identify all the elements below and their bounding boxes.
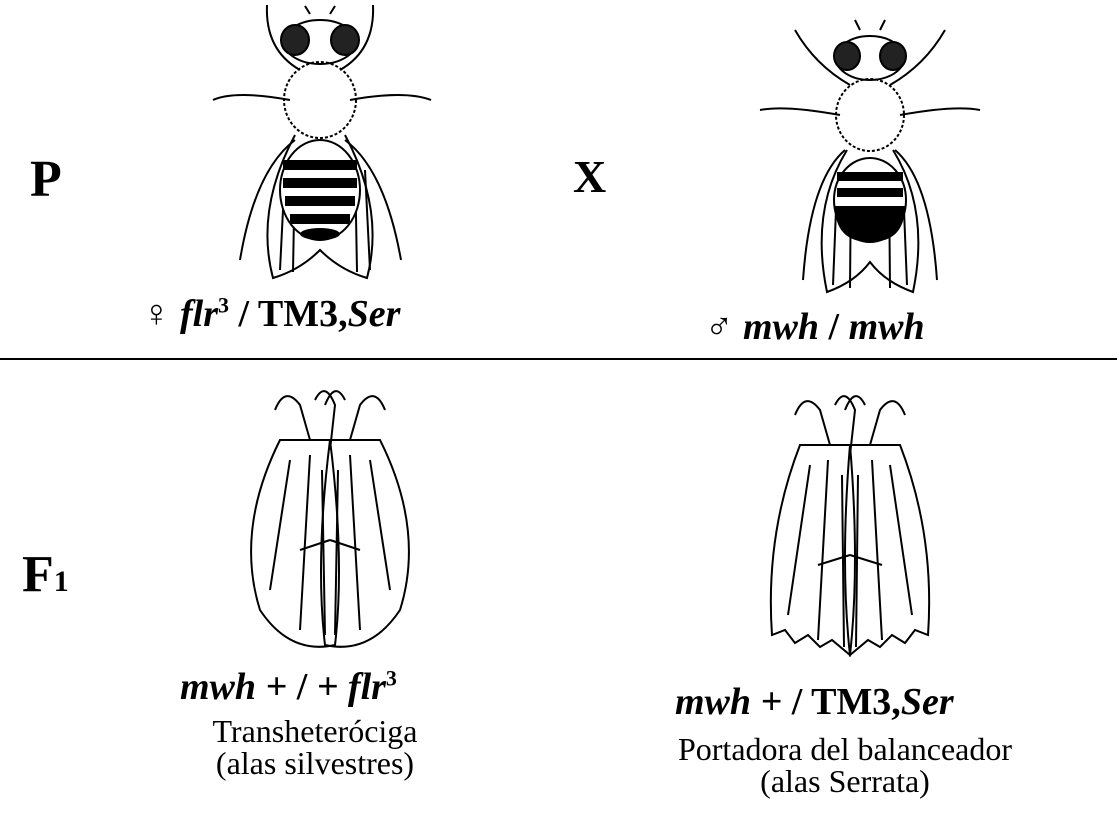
female-symbol: ♀ [142, 293, 171, 335]
generation-divider [0, 358, 1117, 360]
transheterozygote-genotype: mwh + / + flr3 [180, 665, 397, 709]
balancer-carrier-genotype: mwh + / TM3,Ser [675, 680, 954, 724]
generation-label-f1: F1 [22, 545, 69, 604]
generation-label-p: P [30, 150, 62, 209]
wild-type-wings-illustration [240, 380, 420, 660]
cross-symbol: X [573, 150, 606, 203]
female-fly-illustration [195, 0, 445, 290]
transheterozygote-description: Transheteróciga (alas silvestres) [165, 715, 465, 779]
female-genotype: ♀ flr3 / TM3,Ser [142, 292, 400, 336]
balancer-carrier-description: Portadora del balanceador (alas Serrata) [615, 733, 1075, 797]
male-genotype: ♂ mwh / mwh [705, 305, 925, 349]
male-fly-illustration [755, 10, 985, 300]
serrate-wings-illustration [760, 385, 940, 675]
male-symbol: ♂ [705, 306, 734, 348]
